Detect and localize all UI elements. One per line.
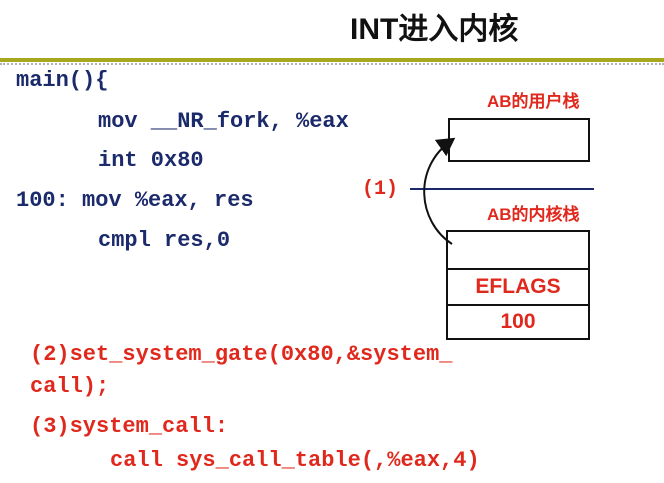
code-line-int: int 0x80 xyxy=(98,148,204,173)
note-step2-line2: call); xyxy=(30,374,110,399)
step1-label: (1) xyxy=(362,178,399,201)
note-step3-line1: (3)system_call: xyxy=(30,414,229,439)
kernel-stack-eflags-cell: EFLAGS xyxy=(446,268,590,306)
title-dotted-rule xyxy=(0,63,664,65)
code-line-cmpl: cmpl res,0 xyxy=(98,228,231,253)
title-rule xyxy=(0,58,664,62)
kernel-stack-top-cell xyxy=(446,230,590,270)
code-line-100: 100: mov %eax, res xyxy=(16,188,254,213)
user-stack-box xyxy=(448,118,590,162)
note-step2-line1: (2)set_system_gate(0x80,&system_ xyxy=(30,342,453,367)
code-line-main: main(){ xyxy=(16,68,109,93)
slide-title: INT进入内核 xyxy=(350,13,519,46)
kernel-stack-100-cell: 100 xyxy=(446,304,590,340)
note-step3-line2: call sys_call_table(,%eax,4) xyxy=(110,448,480,473)
kernel-stack-label: AB的内核栈 xyxy=(487,205,580,224)
user-kernel-divider xyxy=(410,188,594,190)
code-line-mov: mov __NR_fork, %eax xyxy=(98,109,349,134)
user-stack-label: AB的用户栈 xyxy=(487,92,580,111)
